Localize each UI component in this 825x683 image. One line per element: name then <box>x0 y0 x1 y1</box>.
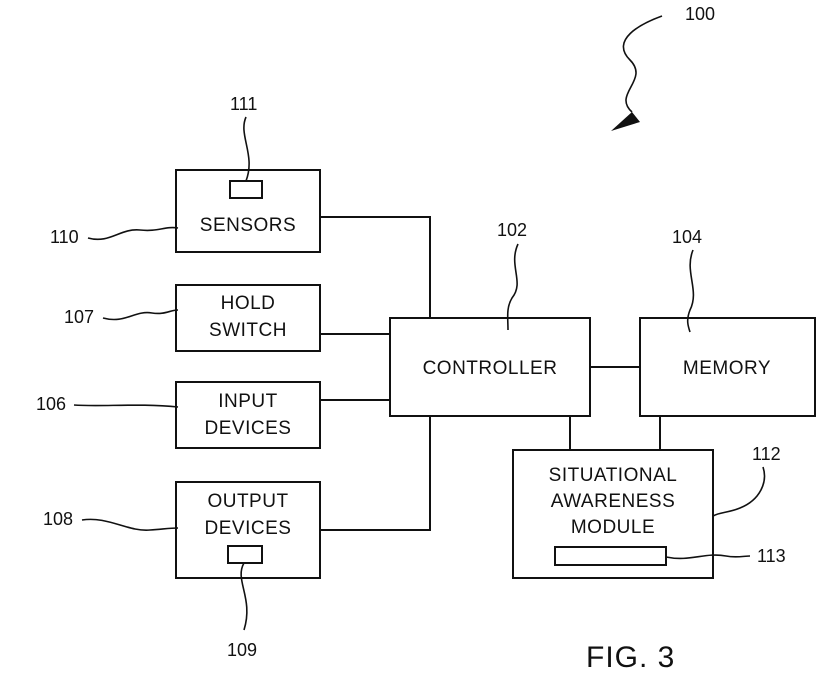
module-label-line1: SITUATIONAL <box>549 465 678 486</box>
ref-100: 100 <box>685 4 715 24</box>
output-devices-block: OUTPUT DEVICES <box>175 481 321 579</box>
leader-104 <box>686 249 695 333</box>
ref-110: 110 <box>50 227 79 247</box>
input-devices-block: INPUT DEVICES <box>175 381 321 449</box>
reference-numerals: 100 111 110 107 106 108 109 102 104 112 … <box>36 4 786 660</box>
leader-110 <box>87 226 179 241</box>
hold-switch-label-line2: SWITCH <box>209 320 287 341</box>
output-devices-label-line1: OUTPUT <box>207 491 288 512</box>
hold-switch-block: HOLD SWITCH <box>175 284 321 352</box>
leader-109 <box>240 562 248 631</box>
controller-block: CONTROLLER <box>389 317 591 417</box>
leader-112 <box>712 466 766 517</box>
module-element <box>554 546 667 566</box>
ref-109: 109 <box>227 640 257 660</box>
leader-107 <box>102 309 179 321</box>
ref-106: 106 <box>36 394 66 414</box>
module-label-line3: MODULE <box>571 517 655 538</box>
leader-102 <box>506 243 519 331</box>
figure-label: FIG. 3 <box>586 641 675 674</box>
leader-113 <box>665 554 751 560</box>
ref-102: 102 <box>497 220 527 240</box>
leader-lines <box>73 15 766 631</box>
leader-106 <box>73 404 179 408</box>
leader-100 <box>622 15 663 113</box>
arrow-100-head <box>611 112 640 131</box>
sensor-element <box>229 180 263 199</box>
controller-label: CONTROLLER <box>423 358 558 379</box>
ref-113: 113 <box>757 546 786 566</box>
output-devices-label-line2: DEVICES <box>205 518 292 539</box>
wire-sensors-controller <box>320 216 431 318</box>
connection-wires <box>320 216 661 531</box>
hold-switch-label-line1: HOLD <box>221 293 276 314</box>
leader-111 <box>243 116 250 182</box>
ref-108: 108 <box>43 509 73 529</box>
ref-112: 112 <box>752 444 781 464</box>
ref-104: 104 <box>672 227 702 247</box>
input-devices-label-line2: DEVICES <box>205 418 292 439</box>
sensors-label: SENSORS <box>200 215 296 236</box>
ref-111: 111 <box>230 94 257 114</box>
output-element <box>227 545 263 564</box>
ref-107: 107 <box>64 307 94 327</box>
memory-block: MEMORY <box>639 317 816 417</box>
sensors-block: SENSORS <box>175 169 321 253</box>
wire-output-devices-controller <box>320 416 431 531</box>
input-devices-label-line1: INPUT <box>218 391 278 412</box>
situational-awareness-module-block: SITUATIONAL AWARENESS MODULE <box>512 449 714 579</box>
module-label-line2: AWARENESS <box>551 491 676 512</box>
memory-label: MEMORY <box>683 358 771 379</box>
leader-108 <box>81 518 179 531</box>
